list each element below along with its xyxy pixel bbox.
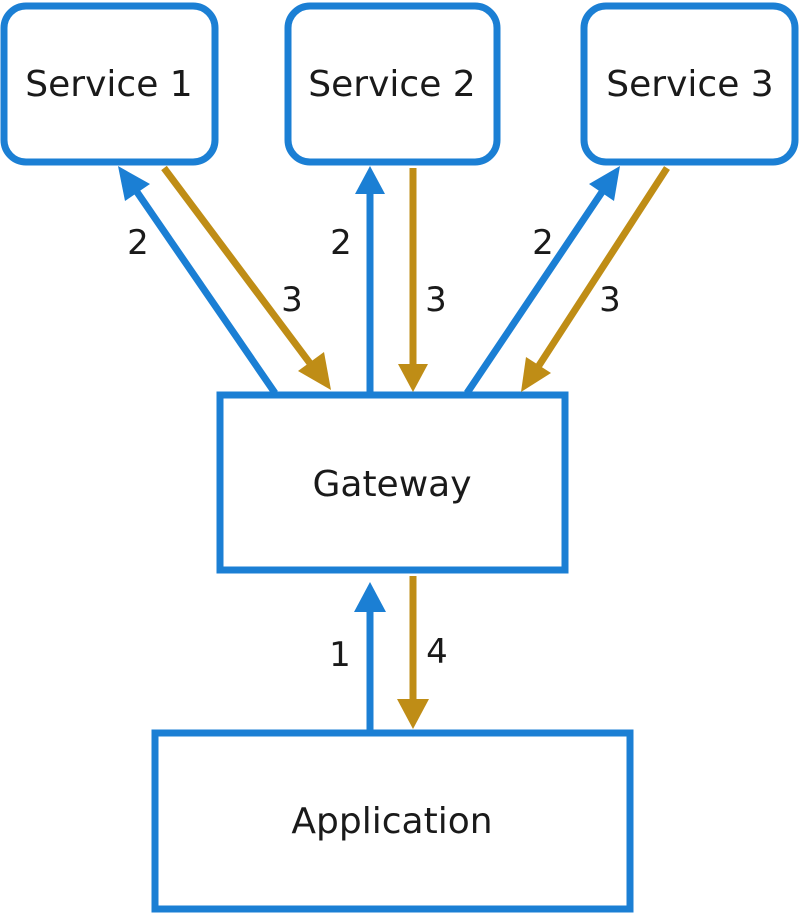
step-labels: 2 3 2 3 2 3 1 4 [127, 223, 621, 675]
step-label-service-2-response: 3 [425, 280, 447, 320]
application-node: Application [151, 729, 634, 913]
service-1-box [0, 2, 219, 166]
application-label: Application [291, 801, 492, 842]
gateway-node: Gateway [216, 391, 569, 574]
step-label-application-request: 1 [329, 635, 351, 675]
arrow-gateway-to-application-head [397, 699, 429, 729]
step-label-service-3-response: 3 [599, 280, 621, 320]
step-label-service-1-request: 2 [127, 223, 149, 263]
arrow-gateway-to-service-3 [464, 190, 605, 395]
service-1-node: Service 1 [0, 2, 219, 166]
arrow-service-3-to-gateway [535, 166, 670, 369]
arrow-service-2-to-gateway-head [398, 364, 428, 392]
step-label-service-3-request: 2 [532, 223, 554, 263]
arrow-gateway-to-service-2-head [355, 166, 385, 194]
service-3-node: Service 3 [580, 2, 799, 166]
service-1-label: Service 1 [25, 64, 192, 105]
step-label-service-2-request: 2 [330, 223, 352, 263]
service-2-label: Service 2 [308, 64, 475, 105]
arrow-gateway-to-service-1 [134, 190, 278, 395]
arrow-service-3-to-gateway-head [521, 357, 551, 392]
step-label-service-1-response: 3 [281, 280, 303, 320]
service-3-box [580, 2, 799, 166]
arrow-gateway-to-service-3-head [589, 166, 620, 201]
gateway-label: Gateway [312, 464, 471, 505]
application-box [151, 729, 634, 913]
service-3-label: Service 3 [606, 64, 773, 105]
arrow-application-to-gateway-head [354, 582, 386, 612]
arrow-service-1-to-gateway-head [298, 352, 331, 390]
step-label-application-response: 4 [426, 632, 448, 672]
gateway-box [216, 391, 569, 574]
service-2-node: Service 2 [284, 2, 501, 166]
response-arrows [161, 165, 670, 729]
service-2-box [284, 2, 501, 166]
arrow-service-1-to-gateway [161, 165, 315, 369]
arrow-gateway-to-service-1-head [118, 166, 150, 201]
request-arrows [118, 166, 620, 731]
